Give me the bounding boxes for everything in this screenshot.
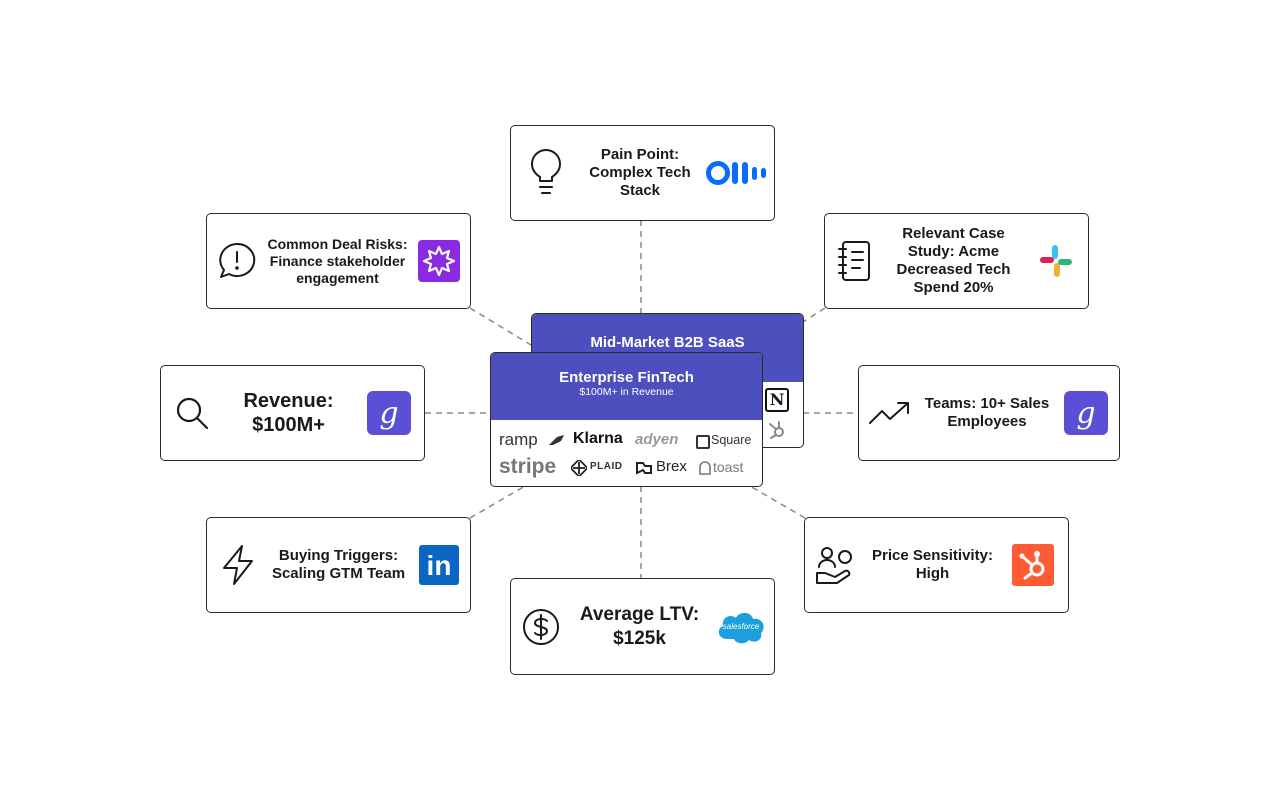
dollar-icon xyxy=(511,608,571,646)
segment-title: Enterprise FinTech xyxy=(559,369,694,386)
brex-mark-icon xyxy=(636,462,652,475)
segment-header: Enterprise FinTech $100M+ in Revenue xyxy=(491,353,762,420)
notebook-icon xyxy=(825,239,883,283)
segment-card-enterprise-fintech[interactable]: Enterprise FinTech $100M+ in Revenue ram… xyxy=(490,352,763,487)
node-price-sensitivity[interactable]: Price Sensitivity: High xyxy=(804,517,1069,613)
square-icon xyxy=(696,435,710,449)
node-deal-risks[interactable]: Common Deal Risks: Finance stakeholder e… xyxy=(206,213,471,309)
g-logo: g xyxy=(354,391,424,435)
node-pain-point[interactable]: Pain Point: Complex Tech Stack xyxy=(510,125,775,221)
salesforce-logo: salesforce xyxy=(708,609,774,645)
company-toast: toast xyxy=(713,459,744,475)
node-buying-triggers[interactable]: Buying Triggers: Scaling GTM Team in xyxy=(206,517,471,613)
linkedin-logo: in xyxy=(408,545,470,585)
svg-text:g: g xyxy=(379,396,398,431)
company-stripe: stripe xyxy=(499,455,557,478)
ramp-mark-icon xyxy=(549,435,564,445)
node-label: Common Deal Risks: Finance stakeholder e… xyxy=(267,235,408,286)
hubspot-mini-logo xyxy=(766,418,788,445)
g-logo: g xyxy=(1053,391,1119,435)
company-plaid: PLAID xyxy=(590,461,623,472)
hubspot-logo xyxy=(998,544,1068,586)
node-label: Pain Point: Complex Tech Stack xyxy=(589,146,691,199)
segment-subtitle: $100M+ in Revenue xyxy=(579,386,674,398)
connector-price-sensitivity xyxy=(749,485,806,519)
toast-mark-icon xyxy=(699,461,711,475)
hand-person-icon xyxy=(805,545,867,585)
slack-logo xyxy=(1024,243,1088,279)
connector-buying-triggers xyxy=(469,485,526,519)
segment-title: Mid-Market B2B SaaS xyxy=(590,334,745,351)
trend-up-icon xyxy=(859,399,921,427)
node-label: Teams: 10+ Sales Employees xyxy=(924,395,1050,430)
plaid-mark-icon xyxy=(571,460,587,476)
company-ramp: ramp xyxy=(499,430,538,449)
gong-logo xyxy=(408,240,470,282)
salesforce-logo-text: salesforce xyxy=(722,621,760,631)
company-brex: Brex xyxy=(656,458,687,475)
svg-text:g: g xyxy=(1076,396,1095,431)
lightbulb-icon xyxy=(511,149,581,197)
connector-case-study xyxy=(802,307,826,323)
connector-deal-risks xyxy=(469,307,532,346)
notion-logo: N xyxy=(765,388,789,412)
otter-logo xyxy=(699,160,774,186)
node-label: Relevant Case Study: Acme Decreased Tech… xyxy=(896,225,1011,296)
node-case-study[interactable]: Relevant Case Study: Acme Decreased Tech… xyxy=(824,213,1089,309)
company-klarna: Klarna xyxy=(573,430,623,447)
node-label: Average LTV: $125k xyxy=(579,603,700,649)
company-square: Square xyxy=(711,433,752,447)
node-teams[interactable]: Teams: 10+ Sales Employees g xyxy=(858,365,1120,461)
node-revenue[interactable]: Revenue: $100M+ g xyxy=(160,365,425,461)
speech-bubble-alert-icon xyxy=(207,241,267,281)
lightning-icon xyxy=(207,544,269,586)
node-label: Buying Triggers: Scaling GTM Team xyxy=(271,547,406,582)
company-adyen: adyen xyxy=(635,431,679,448)
search-icon xyxy=(161,395,223,431)
node-label: Revenue: $100M+ xyxy=(243,390,334,436)
linkedin-logo-mark: in xyxy=(419,545,459,585)
node-ltv[interactable]: Average LTV: $125k salesforce xyxy=(510,578,775,675)
company-logos: ramp Klarna adyen Square stripe PLAID Br… xyxy=(491,420,762,486)
node-label: Price Sensitivity: High xyxy=(872,547,993,582)
